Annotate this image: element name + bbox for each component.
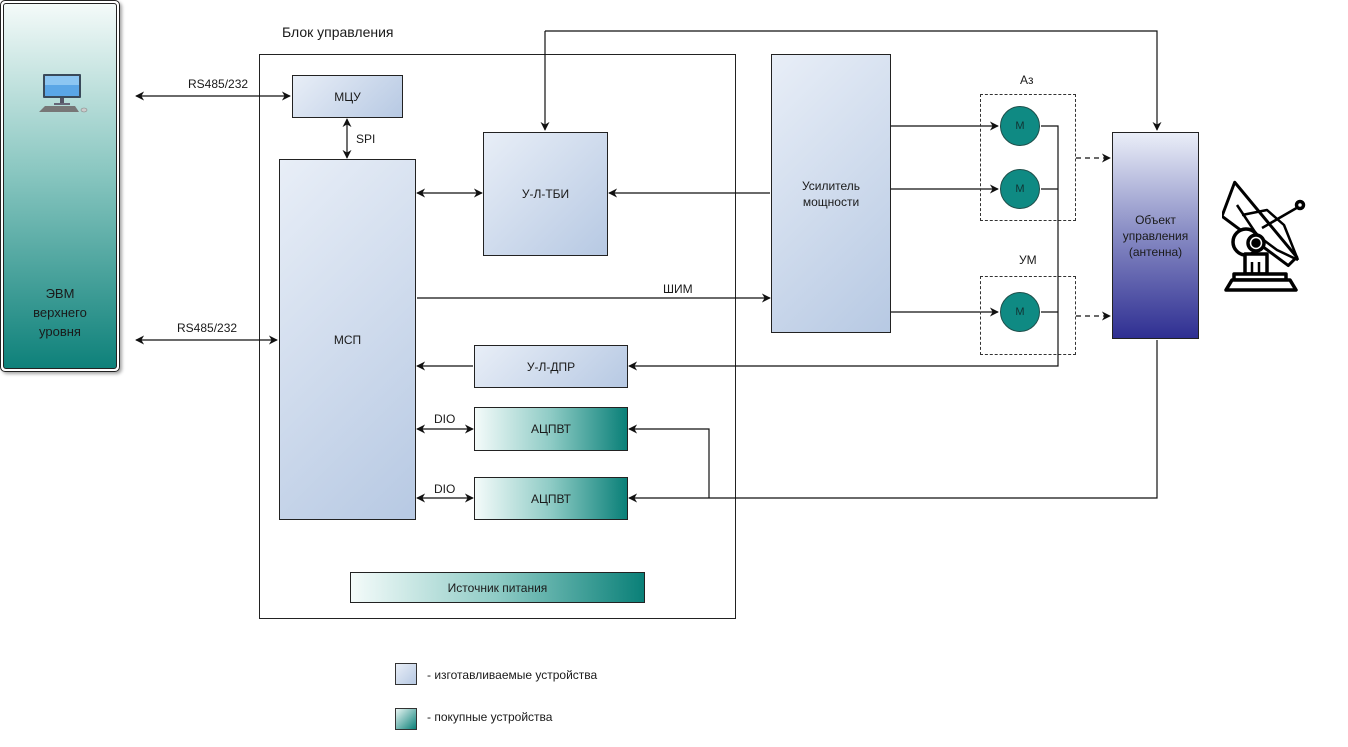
label-dio2: DIO <box>434 482 456 496</box>
block-msp[interactable]: МСП <box>279 159 416 520</box>
block-adc-2-label: АЦПВТ <box>530 491 572 506</box>
elevation-motor-group <box>980 276 1076 355</box>
block-ul-tbi[interactable]: У-Л-ТБИ <box>483 132 608 256</box>
wire-top-loop <box>545 30 1162 131</box>
evm-inner: ЭВМ верхнего уровня <box>3 3 117 369</box>
block-mcu-label: МЦУ <box>334 89 361 104</box>
block-ul-dpr[interactable]: У-Л-ДПР <box>474 345 628 388</box>
wire-antenna-adc2 <box>628 340 1158 503</box>
label-elevation: УМ <box>1019 253 1037 267</box>
block-adc-1[interactable]: АЦПВТ <box>474 407 628 451</box>
block-ul-dpr-label: У-Л-ДПР <box>526 359 576 374</box>
label-rs-bottom: RS485/232 <box>177 321 238 335</box>
evm-label-line2: верхнего <box>33 305 87 320</box>
block-power-supply[interactable]: Источник питания <box>350 572 645 603</box>
legend-made-text: - изготавливаемые устройства <box>427 668 598 682</box>
evm-host-computer: ЭВМ верхнего уровня <box>0 0 120 372</box>
block-adc-1-label: АЦПВТ <box>530 422 572 436</box>
amplifier-label-line2: мощности <box>802 194 860 209</box>
legend-swatch-bought <box>395 708 417 730</box>
label-spi: SPI <box>356 132 376 146</box>
amplifier-label-line1: Усилитель <box>801 178 861 193</box>
evm-label: ЭВМ верхнего уровня <box>4 284 116 341</box>
motor-az-2[interactable]: M <box>1000 169 1040 209</box>
motor-az-1-label: M <box>1015 120 1025 132</box>
radar-antenna-icon <box>1222 180 1306 292</box>
motor-el-1[interactable]: M <box>1000 292 1040 332</box>
evm-label-line3: уровня <box>39 324 81 339</box>
block-msp-label: МСП <box>333 332 362 347</box>
block-control-object-antenna[interactable]: Объект управления (антенна) <box>1112 132 1199 339</box>
label-rs-top: RS485/232 <box>188 77 249 91</box>
label-dio1: DIO <box>434 412 456 426</box>
block-adc-2[interactable]: АЦПВТ <box>474 477 628 520</box>
motor-az-2-label: M <box>1015 183 1025 195</box>
legend-bought-text: - покупные устройства <box>427 710 553 724</box>
wire-antenna-adc1 <box>628 424 710 498</box>
motor-az-1[interactable]: M <box>1000 106 1040 146</box>
motor-el-1-label: M <box>1015 306 1025 318</box>
block-power-amplifier[interactable]: Усилитель мощности <box>771 54 891 333</box>
object-label-line3: (антенна) <box>1128 244 1183 259</box>
label-azimuth: Аз <box>1020 73 1034 87</box>
desktop-computer-icon <box>39 74 88 113</box>
label-pwm: ШИМ <box>663 282 693 296</box>
azimuth-motor-group <box>980 94 1076 221</box>
object-label-line1: Объект <box>1135 212 1176 227</box>
block-ul-tbi-label: У-Л-ТБИ <box>521 187 570 201</box>
block-power-supply-label: Источник питания <box>447 580 548 595</box>
wire-motor-feedback <box>628 125 1059 371</box>
block-mcu[interactable]: МЦУ <box>292 75 403 118</box>
evm-label-line1: ЭВМ <box>45 286 75 301</box>
object-label-line2: управления <box>1122 228 1189 243</box>
control-block-title: Блок управления <box>282 24 394 40</box>
legend-swatch-made <box>395 663 417 685</box>
